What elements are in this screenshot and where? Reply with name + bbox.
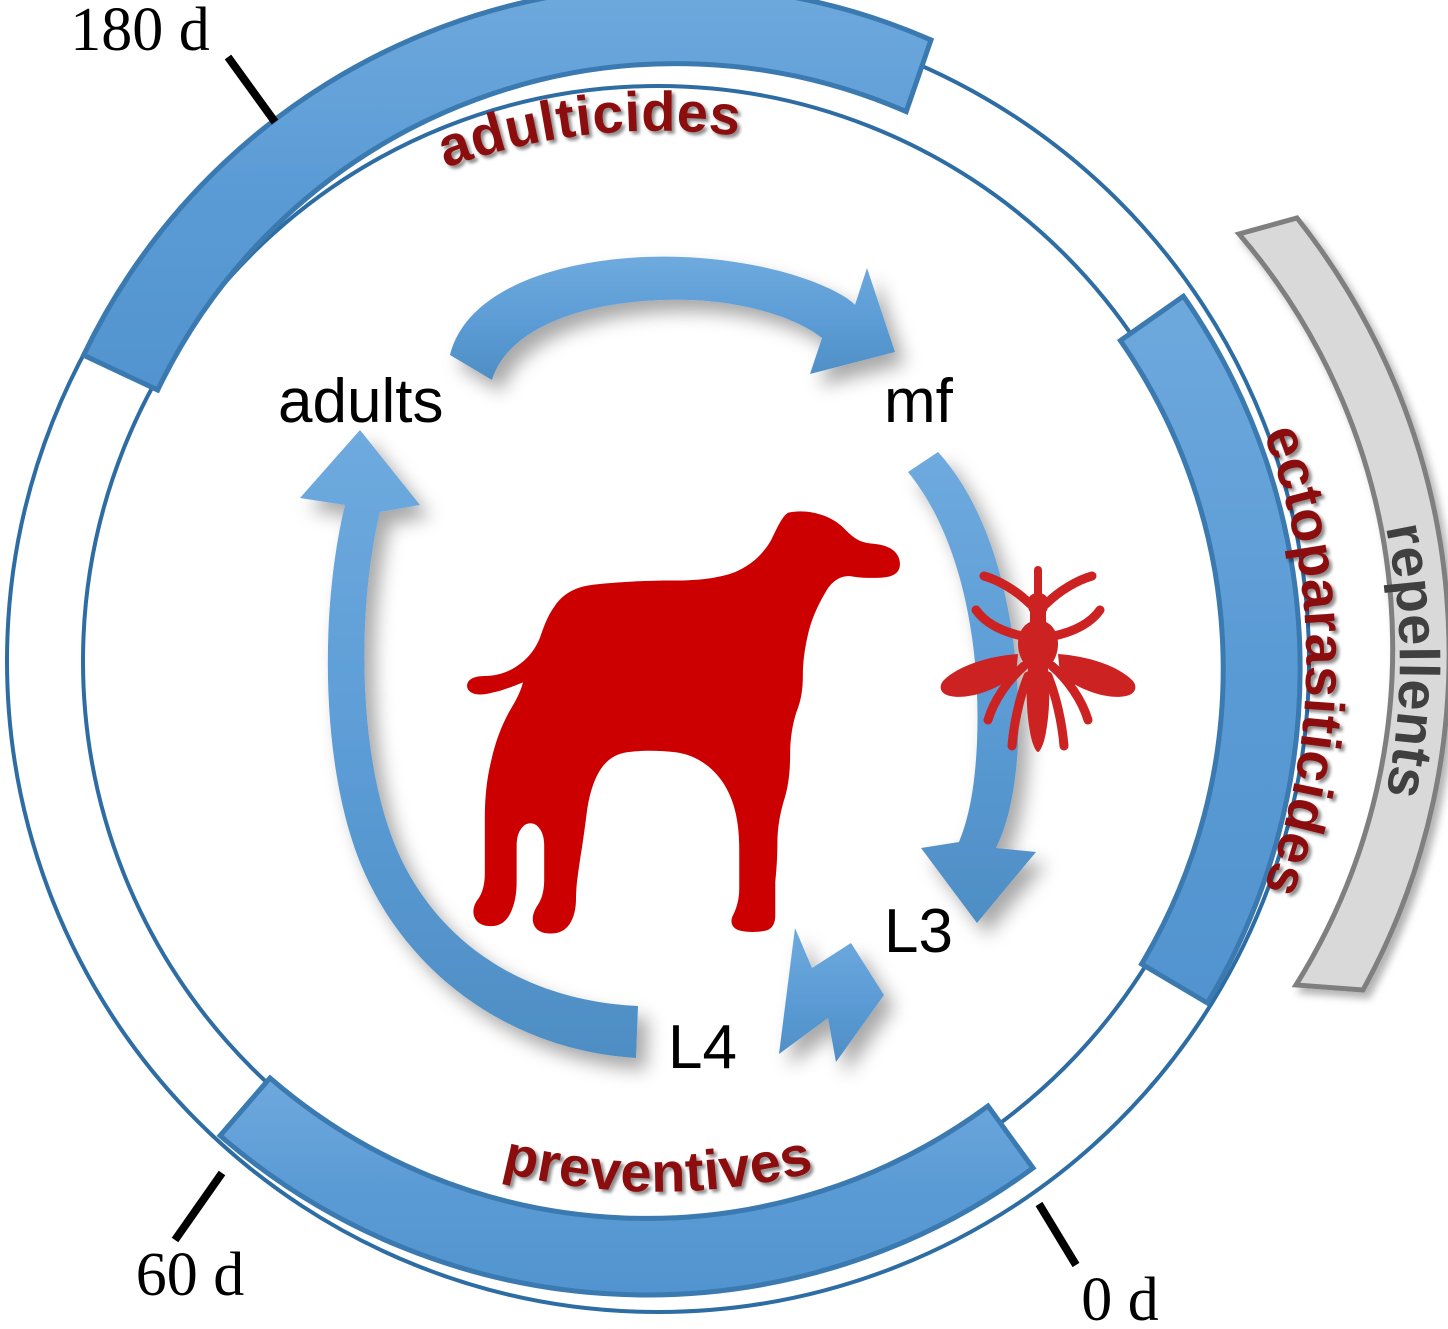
dog-icon [467,511,900,934]
arc-ectoparasiticides-band[interactable] [1116,292,1303,1007]
stage-label-l3: L3 [884,897,953,966]
arc-adulticides[interactable]: adulticides [80,0,935,394]
stage-label-mf: mf [884,367,954,436]
arrow-small [779,928,884,1062]
cycle-arrow-adults-to-mf [450,256,895,380]
tick-mark-60d: 60 d [136,1170,245,1309]
arrow-left [300,430,638,1058]
tick-line-0d [1035,1201,1080,1268]
stage-label-adults: adults [278,367,443,436]
arc-ectoparasiticides[interactable]: ectoparasiticides [1116,292,1357,1007]
cycle-arrow-mf-to-l3 [908,452,1036,923]
arrow-right [908,452,1036,923]
tick-label-0d: 0 d [1081,1266,1159,1329]
arc-preventives-band[interactable] [216,1074,1037,1298]
stage-label-l4: L4 [668,1013,737,1082]
cycle-arrow-l3-to-l4 [779,928,884,1062]
arc-repellents-band[interactable] [1234,215,1448,993]
tick-line-180d [224,54,279,125]
arc-preventives-label: preventives [498,1122,817,1204]
tick-label-180d: 180 d [70,0,210,64]
mosquito-icon [940,566,1136,752]
arrow-top [450,256,895,380]
arc-adulticides-band[interactable] [80,0,935,394]
cycle-arrow-l4-to-adults [300,430,638,1058]
arc-repellents-label: repellents [1374,517,1448,804]
tick-mark-0d: 0 d [1035,1201,1159,1329]
tick-line-60d [171,1170,226,1243]
tick-label-60d: 60 d [136,1241,245,1309]
tick-mark-180d: 180 d [70,0,279,125]
